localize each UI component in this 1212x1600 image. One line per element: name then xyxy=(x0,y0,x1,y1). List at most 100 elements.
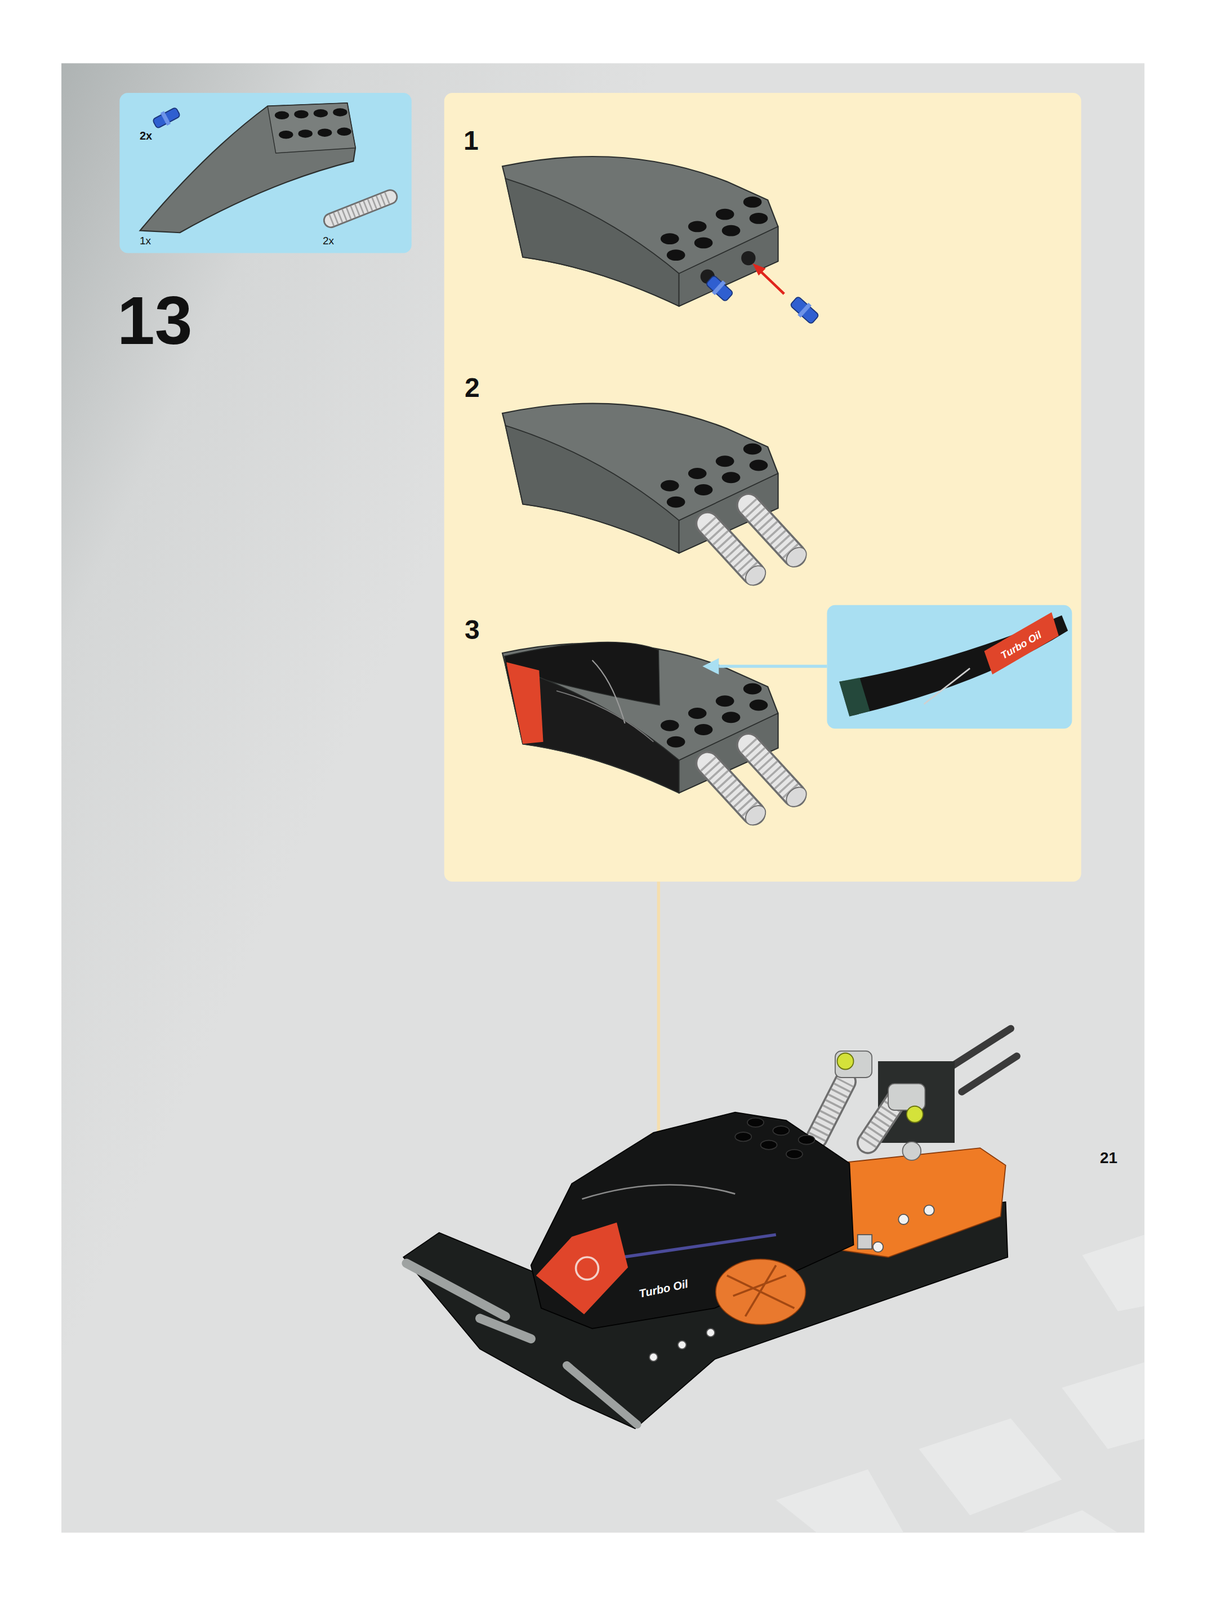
hose-outline xyxy=(331,197,391,221)
sticker-stripe xyxy=(622,1235,777,1258)
model-studs xyxy=(734,1118,815,1160)
hose-body xyxy=(331,197,391,221)
rod xyxy=(951,1028,1011,1067)
checker-square xyxy=(776,1469,904,1534)
stud xyxy=(798,1135,815,1145)
slope-brick xyxy=(502,156,778,307)
hole xyxy=(898,1214,909,1225)
part-count: 1x xyxy=(139,235,151,247)
engine-cylinder xyxy=(835,1051,872,1078)
stud xyxy=(734,1132,752,1142)
car-model xyxy=(403,1028,1017,1430)
slope-brick xyxy=(140,103,356,233)
pin-body xyxy=(705,274,734,302)
pin-body xyxy=(152,107,181,129)
part-count: 2x xyxy=(322,235,334,247)
checker-square xyxy=(919,1418,1063,1516)
sub-step-number: 2 xyxy=(464,374,480,402)
checker-square xyxy=(1082,1235,1145,1312)
hose-ribs xyxy=(331,197,391,221)
sticker-stripe xyxy=(592,660,626,724)
sticker-red-band xyxy=(984,612,1059,676)
sticker-red-panel xyxy=(536,1222,628,1315)
orange-armor xyxy=(715,1259,806,1326)
page-number: 21 xyxy=(1099,1150,1118,1167)
rod xyxy=(961,1056,1018,1093)
axle-bar xyxy=(566,1365,637,1425)
slope-brick xyxy=(502,403,778,554)
hose-ribs xyxy=(816,1081,846,1139)
pin-collar xyxy=(711,280,726,296)
engine-cap xyxy=(837,1053,854,1071)
pin-collar xyxy=(797,303,812,318)
blue-pin xyxy=(151,105,182,131)
sticker-callout-panel: Turbo Oil xyxy=(827,605,1073,730)
axle-bar xyxy=(406,1263,506,1317)
hose-outline xyxy=(816,1081,846,1139)
pin-collar xyxy=(160,110,171,126)
engine-joint xyxy=(902,1142,922,1161)
engine-mount xyxy=(878,1061,955,1144)
parts-list-panel: 2x 1x 2x xyxy=(119,92,412,254)
callout-pointer xyxy=(718,665,827,668)
hose-pair xyxy=(707,505,810,590)
callout-pointer-head xyxy=(702,658,719,675)
hose-body xyxy=(816,1081,846,1139)
stud xyxy=(274,111,289,120)
stud xyxy=(293,110,309,119)
insert-arrow xyxy=(759,270,785,294)
engine-cylinder xyxy=(888,1084,925,1111)
hole xyxy=(872,1242,884,1253)
axle-bar xyxy=(479,1319,532,1340)
parts-panel-fill xyxy=(119,92,412,254)
checker-square xyxy=(1021,1511,1118,1534)
sub-step-number: 1 xyxy=(463,127,479,155)
sticker-stripe xyxy=(581,1185,735,1200)
blue-pin xyxy=(788,294,821,327)
hole xyxy=(924,1205,935,1216)
cockpit-body xyxy=(531,1112,854,1330)
stud xyxy=(747,1118,764,1128)
hole xyxy=(649,1353,658,1362)
stud xyxy=(760,1140,778,1150)
sticker-logo xyxy=(576,1257,599,1281)
stud xyxy=(298,129,313,138)
sub-assembly-panel: Turbo Oil 1 2 3 xyxy=(444,92,1082,882)
brick-studs xyxy=(274,108,352,139)
stud xyxy=(278,130,293,140)
engine-cap xyxy=(906,1106,924,1124)
stud xyxy=(332,108,347,117)
orange-side-panel xyxy=(837,1148,1006,1258)
sub-step-number: 3 xyxy=(464,616,480,644)
blue-pin xyxy=(703,273,735,304)
sticker-dots xyxy=(839,678,870,717)
sub-assembly-panel-fill xyxy=(444,92,1082,882)
step-number: 13 xyxy=(117,286,193,355)
stud xyxy=(786,1150,803,1160)
hose-pair xyxy=(707,745,810,830)
applied-sticker xyxy=(504,642,680,794)
brick-top xyxy=(267,103,356,154)
stud xyxy=(772,1126,790,1136)
sticker-stripe xyxy=(924,668,971,704)
page-ground xyxy=(61,63,1145,1534)
sticker-text: Turbo Oil xyxy=(999,629,1044,661)
stud xyxy=(313,109,328,118)
hole xyxy=(706,1329,716,1338)
armor-detail xyxy=(727,1266,795,1318)
sticker-panel-fill xyxy=(826,605,1072,729)
hole xyxy=(678,1341,687,1350)
stud xyxy=(336,127,351,137)
sticker-stripe xyxy=(556,691,654,743)
sticker-red-end xyxy=(506,662,543,744)
checker-square xyxy=(1061,1362,1145,1450)
axle-connector xyxy=(857,1235,872,1250)
stud xyxy=(317,128,332,137)
part-count: 2x xyxy=(139,130,153,142)
insert-arrowhead xyxy=(752,263,766,276)
assembly-arrow xyxy=(657,881,661,1136)
pin-body xyxy=(789,296,819,325)
